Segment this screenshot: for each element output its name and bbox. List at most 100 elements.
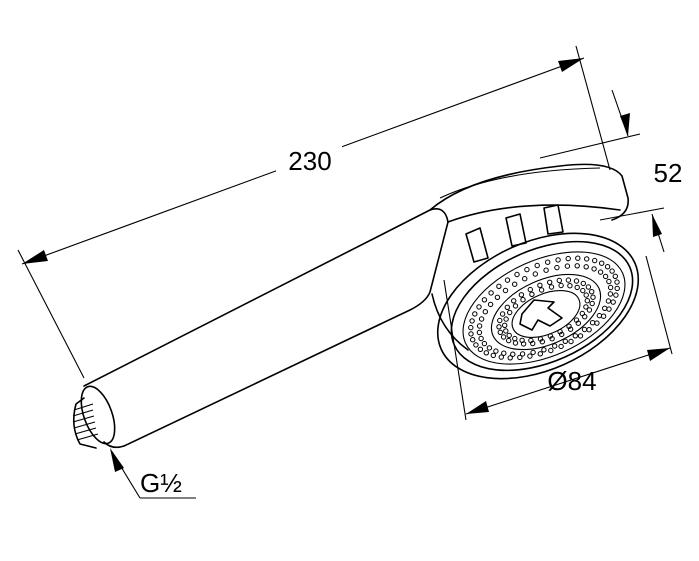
nozzle-hole: [483, 350, 489, 356]
nozzle-hole: [534, 262, 540, 269]
nozzle-hole: [567, 326, 574, 332]
nozzle-hole: [565, 277, 572, 283]
nozzle-hole: [607, 284, 614, 291]
nozzle-hole: [524, 266, 530, 273]
nozzle-hole: [541, 347, 547, 353]
nozzle-hole: [512, 340, 519, 346]
nozzle-hole: [502, 322, 508, 328]
nozzle-hole: [497, 329, 503, 335]
length-label: 230: [288, 146, 331, 176]
nozzle-hole: [566, 323, 572, 329]
nozzle-hole: [583, 304, 589, 310]
nozzle-hole: [519, 351, 526, 357]
nozzle-hole: [527, 353, 533, 359]
nozzle-hole: [490, 352, 496, 359]
nozzle-hole: [609, 268, 615, 274]
length-dimension: 230: [17, 45, 611, 379]
nozzle-holes: [468, 255, 620, 361]
nozzle-hole: [500, 334, 507, 340]
nozzle-hole: [476, 304, 482, 310]
nozzle-hole: [503, 328, 509, 334]
height-dimension: 52: [539, 89, 683, 253]
nozzle-hole: [604, 264, 611, 270]
nozzle-hole: [548, 347, 554, 354]
height-label: 52: [654, 158, 683, 188]
nozzle-hole: [527, 286, 533, 293]
nozzle-hole: [476, 323, 483, 329]
nozzle-hole: [478, 335, 484, 342]
nozzle-hole: [503, 316, 509, 322]
nozzle-hole: [530, 349, 536, 356]
nozzle-hole: [469, 318, 475, 324]
nozzle-hole: [512, 303, 519, 309]
nozzle-hole: [612, 273, 618, 279]
nozzle-hole: [577, 333, 584, 339]
nozzle-hole: [498, 354, 504, 360]
nozzle-hole: [502, 287, 509, 294]
nozzle-hole: [552, 343, 558, 349]
nozzle-hole: [537, 336, 544, 342]
nozzle-hole: [537, 351, 543, 357]
nozzle-hole: [512, 281, 518, 287]
nozzle-hole: [580, 280, 586, 287]
nozzle-hole: [528, 337, 534, 344]
shower-head: [429, 163, 640, 380]
nozzle-hole: [496, 283, 502, 289]
nozzle-hole: [473, 342, 479, 348]
nozzle-hole: [591, 266, 597, 272]
nozzle-hole: [606, 278, 612, 285]
nozzle-hole: [478, 316, 485, 322]
nozzle-hole: [504, 277, 511, 283]
nozzle-hole: [470, 337, 476, 343]
nozzle-hole: [518, 292, 525, 298]
nozzle-hole: [494, 294, 501, 300]
nozzle-hole: [573, 317, 580, 323]
nozzle-hole: [583, 292, 589, 298]
nozzle-hole: [557, 329, 563, 335]
nozzle-hole: [596, 312, 603, 319]
nozzle-hole: [567, 283, 573, 289]
spray-window: [505, 213, 527, 247]
nozzle-hole: [511, 298, 517, 304]
face-outer-ring: [436, 232, 640, 380]
nozzle-hole: [543, 267, 549, 273]
nozzle-hole: [497, 317, 503, 324]
nozzle-hole: [575, 255, 581, 261]
handle: [80, 208, 449, 449]
thread-connector: [72, 397, 99, 449]
thread-callout: G½: [110, 448, 196, 499]
spray-window: [465, 227, 489, 263]
nozzle-hole: [600, 313, 607, 319]
nozzle-hole: [510, 351, 516, 357]
nozzle-hole: [597, 269, 604, 275]
nozzle-hole: [592, 257, 598, 264]
nozzle-hole: [506, 332, 512, 339]
nozzle-hole: [514, 271, 520, 278]
nozzle-hole: [499, 311, 506, 317]
nozzle-hole: [481, 340, 488, 347]
nozzle-hole: [493, 348, 499, 354]
nozzle-hole: [573, 278, 580, 284]
thread-label: G½: [140, 468, 182, 498]
nozzle-hole: [496, 324, 502, 330]
nozzle-hole: [590, 294, 596, 300]
nozzle-hole: [580, 287, 586, 294]
nozzle-hole: [602, 305, 608, 311]
nozzle-hole: [583, 264, 589, 270]
nozzle-hole: [507, 355, 513, 361]
nozzle-hole: [584, 298, 590, 304]
nozzle-hole: [614, 285, 620, 292]
nozzle-hole: [555, 257, 561, 263]
nozzle-hole: [545, 259, 551, 265]
nozzle-hole: [614, 279, 620, 285]
nozzle-hole: [584, 256, 590, 262]
diameter-label: Ø84: [547, 366, 596, 396]
nozzle-hole: [468, 331, 474, 337]
nozzle-hole: [586, 327, 592, 333]
nozzle-hole: [554, 264, 560, 271]
nozzle-hole: [519, 337, 525, 343]
nozzle-hole: [599, 260, 605, 266]
nozzle-hole: [501, 350, 507, 356]
nozzle-hole: [586, 307, 593, 313]
